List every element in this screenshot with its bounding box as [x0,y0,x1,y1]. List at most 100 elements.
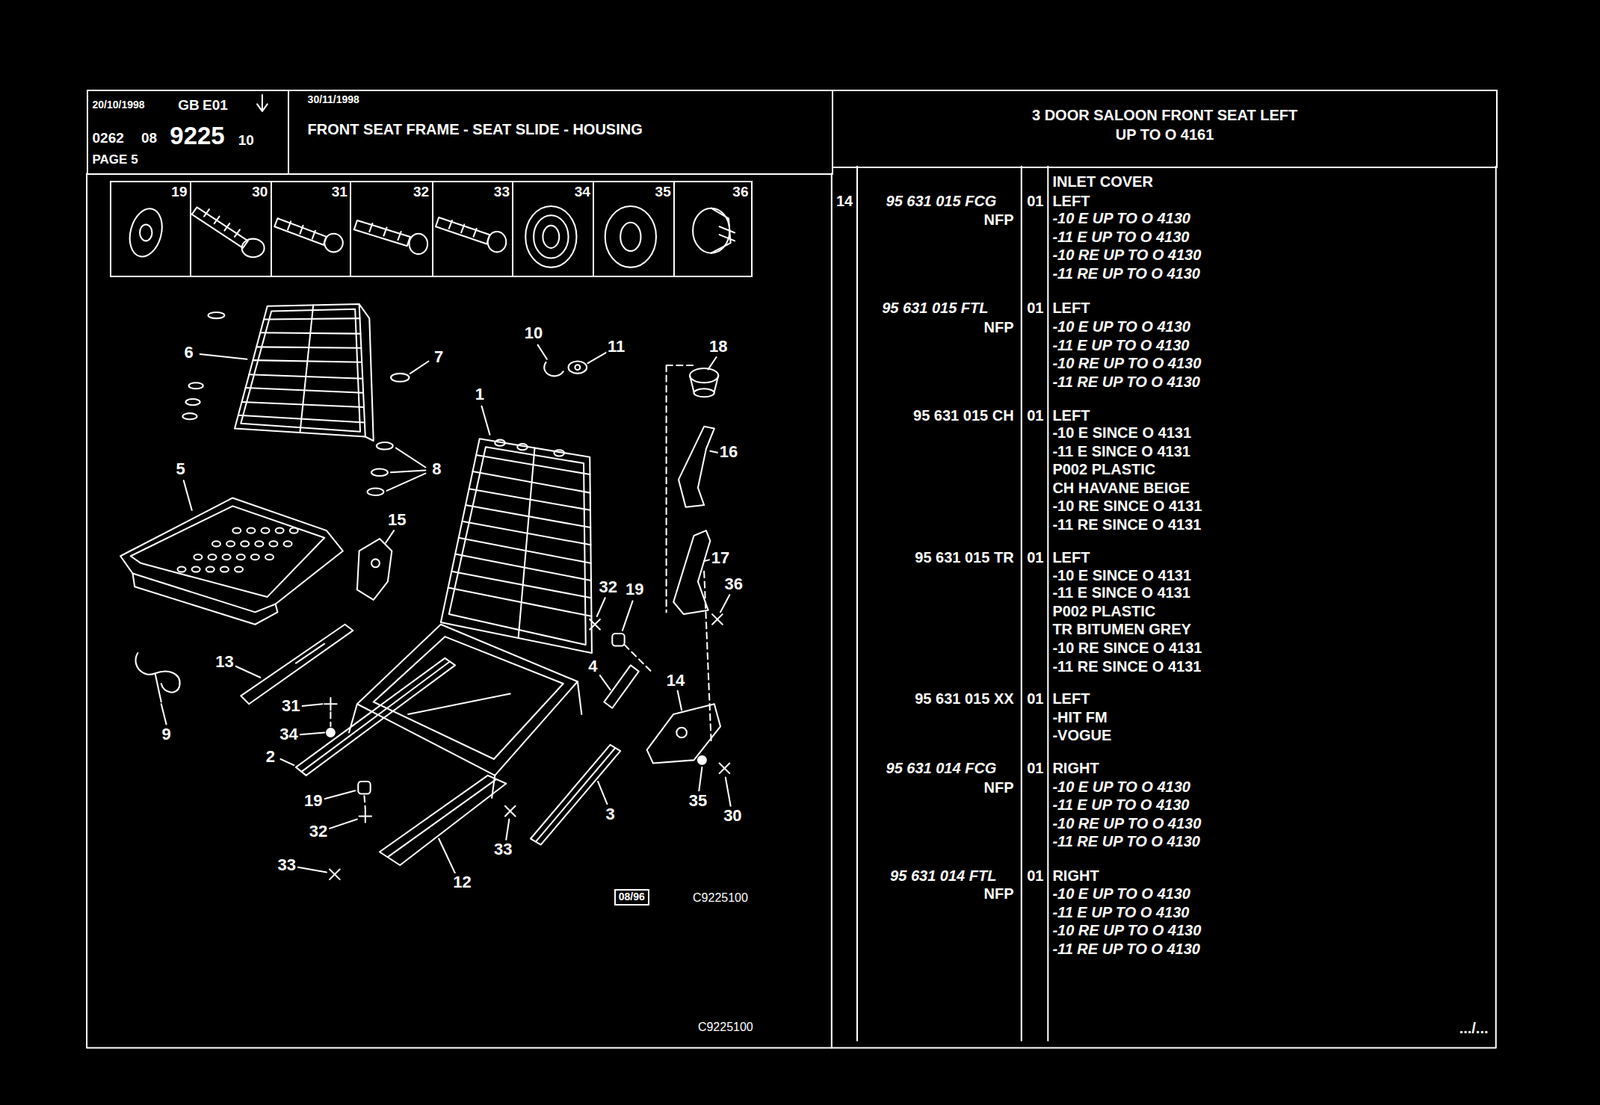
seat-pan [232,528,241,534]
date-box: 08/96 [614,889,650,905]
seat-pan [283,541,293,547]
callout-number: 35 [687,792,709,811]
backrest-frame [240,309,361,432]
callout-number: 8 [430,460,443,479]
part-thumbnail: 19 [109,180,192,278]
callout-number: 31 [331,184,348,201]
parts-table-text: -11 E UP TO O 4130 [1050,796,1191,814]
parts-table-text: LEFT [1050,299,1092,317]
parts-table-text: P002 PLASTIC [1050,603,1157,620]
fastener-symbol [612,633,625,646]
seat-pan [120,497,344,625]
seat-rail [379,775,506,866]
bracket-part [371,558,380,568]
parts-table-text: 01 [1025,760,1045,777]
spring-part [544,360,587,376]
parts-table-text: 01 [1025,299,1045,317]
backrest-frame [440,438,592,654]
parts-table-text: 01 [1025,867,1045,885]
thumbnail-icon [605,206,657,268]
leader-line [725,777,731,807]
fastener-symbol [505,806,516,817]
header-text: 08 [141,130,157,147]
thumbnail-icon [324,233,344,253]
parts-table-text: -11 RE UP TO O 4130 [1050,265,1202,282]
parts-table-text: LEFT [1050,549,1092,566]
leader-line [298,867,327,873]
drawing-code: C9225100 [696,1020,755,1035]
parts-table-text: -11 RE SINCE O 4131 [1050,658,1203,675]
seat-frame [357,624,578,776]
fastener-symbol [359,810,372,823]
header-text: 10 [238,132,255,148]
backrest-frame [494,440,506,447]
header-cell: 20/10/1998GBE01026208922510PAGE 5 [86,89,290,175]
seat-pan [220,566,229,572]
arrow-symbol [257,94,268,112]
seat-pan [261,528,270,534]
parts-table-text: -11 E SINCE O 4131 [1050,443,1192,460]
callout-number: 31 [280,697,302,716]
small-bar [603,665,639,708]
leader-line [385,530,394,543]
sheet-header: 3 DOOR SALOON FRONT SEAT LEFTUP TO O 416… [831,89,1498,168]
housing-part [647,703,721,764]
header-text: E01 [202,97,228,114]
header-text: UP TO O 4161 [1115,126,1215,143]
callout-number: 32 [597,578,619,597]
callout-number: 34 [278,725,299,744]
seat-pan [254,541,264,547]
seat-pan [251,554,260,560]
leader-line [161,345,731,874]
parts-table-text: 95 631 015 FCG [884,192,999,210]
leader-line [438,839,456,874]
seat-pan [236,554,246,560]
parts-table-text: P002 PLASTIC [1050,461,1157,478]
parts-table-text: -11 E UP TO O 4130 [1050,337,1191,354]
header-text: PAGE 5 [92,152,139,167]
leader-line [587,351,607,364]
seat-pan [226,541,235,547]
arrow-symbol [257,94,268,112]
parts-table-text: -11 RE SINCE O 4131 [1050,516,1203,533]
header-text: 9225 [169,122,225,150]
leader-line [386,448,426,491]
leader-line [299,732,325,735]
parts-table-text: -10 E SINCE O 4131 [1050,567,1193,584]
fastener-symbol [589,619,601,630]
leader-line [538,345,548,360]
thumbnail-icon [711,208,735,254]
parts-table-text: CH HAVANE BEIGE [1050,479,1192,497]
part-thumbnail: 31 [270,180,352,278]
backrest-frame [448,455,592,617]
callout-number: 6 [182,343,195,362]
backrest-frame [238,318,365,423]
parts-table-text: -11 E UP TO O 4130 [1050,228,1191,246]
sheet-frame [857,166,1048,1042]
leader-line [708,357,717,370]
header-text: 20/10/1998 [92,100,145,112]
parts-table-text: -11 RE UP TO O 4130 [1050,833,1202,850]
thumbnail-icon [124,204,168,261]
callout-number: 15 [386,511,408,530]
parts-table-text: TR BITUMEN GREY [1050,621,1193,638]
backrest-frame [299,304,314,433]
seat-pan [206,566,215,572]
seat-pan [265,554,274,560]
hook-part [136,653,181,703]
fastener-symbol [357,781,370,794]
clip-part [186,399,201,406]
seat-pan [193,554,202,560]
leader-line [200,354,248,360]
knob-part [689,368,719,383]
callout-number: 19 [302,792,324,811]
clip-part [390,373,410,382]
backrest-frame [517,443,528,450]
part-thumbnail: 36 [673,180,753,278]
seat-pan [289,528,299,534]
housing-part [676,727,687,739]
leader-line [597,781,607,805]
sheet-frame [831,173,833,1048]
parts-table-text: -10 RE SINCE O 4131 [1050,497,1204,515]
